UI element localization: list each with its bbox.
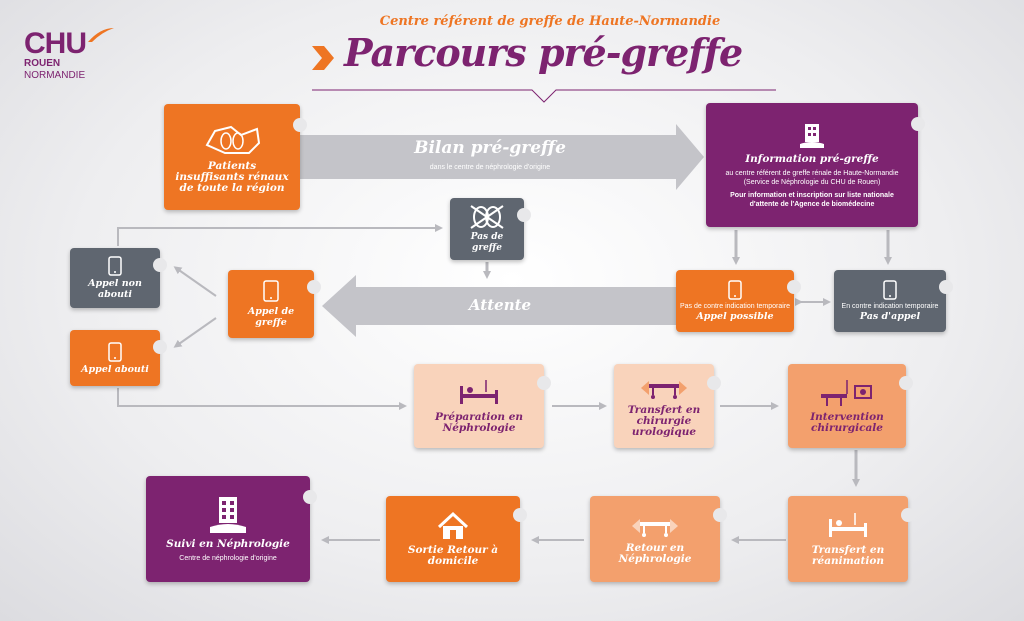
node-appel-possible: Pas de contre indication temporaire Appe… <box>676 270 801 332</box>
node-reanimation: Transfert en réanimation <box>788 496 915 582</box>
intervention-title: Intervention chirurgicale <box>810 411 884 434</box>
hospital-bed-icon <box>829 513 867 537</box>
logo-swoosh-icon <box>88 28 114 42</box>
house-icon <box>437 511 469 539</box>
node-information: Information pré-greffe au centre référen… <box>706 103 925 227</box>
sortie-title: Sortie Retour à domicile <box>407 544 499 567</box>
crossed-kidneys-icon <box>470 205 504 229</box>
node-retour: Retour en Néphrologie <box>590 496 727 582</box>
abouti-title: Appel abouti <box>81 363 149 375</box>
chu-logo: CHU ROUEN NORMANDIE <box>24 27 124 82</box>
retour-title: Retour en Néphrologie <box>618 542 692 565</box>
node-appel-greffe: Appel de greffe <box>228 270 321 338</box>
stretcher-icon <box>641 380 687 399</box>
node-patients: Patients insuffisants rénaux de toute la… <box>164 104 307 210</box>
arrow-abouti-preparation <box>117 388 407 410</box>
pas-appel-title: Pas d'appel <box>859 311 921 322</box>
appel-greffe-title: Appel de greffe <box>247 306 295 328</box>
pas-greffe-title: Pas de greffe <box>470 232 504 253</box>
appel-possible-text: Pas de contre indication temporaire <box>679 303 791 310</box>
attente-big-arrow <box>322 275 676 337</box>
region-map-icon <box>205 125 261 154</box>
suivi-title: Suivi en Néphrologie <box>166 538 290 550</box>
logo-normandie: NORMANDIE <box>24 70 86 81</box>
logo-bottom: ROUEN NORMANDIE <box>24 58 124 82</box>
logo-rouen: ROUEN <box>24 58 61 69</box>
header-underline <box>312 89 776 103</box>
suivi-text: Centre de néphrologie d'origine <box>179 555 277 562</box>
logo-top: CHU <box>24 27 87 60</box>
arrow-appel-abouti <box>173 317 217 348</box>
node-suivi: Suivi en Néphrologie Centre de néphrolog… <box>146 476 317 582</box>
node-transfert-chir: Transfert en chirurgie urologique <box>614 364 721 448</box>
transfert-chir-title: Transfert en chirurgie urologique <box>627 403 701 438</box>
hospital-bed-icon <box>460 380 498 404</box>
node-non-abouti: Appel non abouti <box>70 248 167 308</box>
node-pas-appel: En contre indication temporaire Pas d'ap… <box>834 270 953 332</box>
hospital-icon <box>800 123 824 148</box>
stretcher-icon <box>632 519 678 537</box>
page-title: Parcours pré-greffe <box>344 30 743 75</box>
information-text1: au centre référent de greffe rénale de H… <box>725 169 899 186</box>
bilan-sub: dans le centre de néphrologie d'origine <box>429 164 551 171</box>
phone-icon <box>108 256 122 276</box>
header-chevron-icon <box>312 46 334 70</box>
preparation-title: Préparation en Néphrologie <box>434 411 524 434</box>
node-intervention: Intervention chirurgicale <box>788 364 913 448</box>
hospital-icon <box>210 497 246 533</box>
appel-possible-title: Appel possible <box>696 311 774 322</box>
arrow-nonabouti-pasgreffe <box>117 224 443 246</box>
bilan-big-arrow <box>300 124 704 190</box>
pas-appel-text: En contre indication temporaire <box>841 303 939 310</box>
patients-title: Patients insuffisants rénaux de toute la… <box>175 159 289 194</box>
node-abouti: Appel abouti <box>70 330 167 386</box>
operating-room-icon <box>821 380 872 406</box>
node-preparation: Préparation en Néphrologie <box>414 364 551 448</box>
header-subtitle: Centre référent de greffe de Haute-Norma… <box>379 14 721 29</box>
reanimation-title: Transfert en réanimation <box>811 544 885 567</box>
phone-icon <box>108 341 122 362</box>
node-sortie: Sortie Retour à domicile <box>386 496 527 582</box>
phone-icon <box>883 280 897 300</box>
information-title: Information pré-greffe <box>745 152 879 165</box>
arrow-appel-nonabouti <box>173 266 217 297</box>
information-text2: Pour information et inscription sur list… <box>730 191 894 208</box>
node-pas-greffe: Pas de greffe <box>450 198 531 260</box>
non-abouti-title: Appel non abouti <box>88 278 142 300</box>
phone-icon <box>728 280 742 300</box>
phone-icon <box>263 280 279 302</box>
bilan-label: Bilan pré-greffe <box>414 138 566 158</box>
attente-label: Attente <box>468 296 532 314</box>
